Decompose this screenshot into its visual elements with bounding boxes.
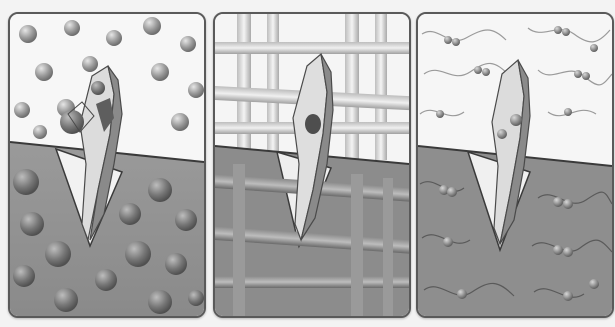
chains-illustration [418,14,612,316]
panel-chains [416,12,614,318]
rods-illustration [215,14,409,316]
panel-spheres [8,12,206,318]
spheres-illustration [10,14,204,316]
panel-rods [213,12,411,318]
